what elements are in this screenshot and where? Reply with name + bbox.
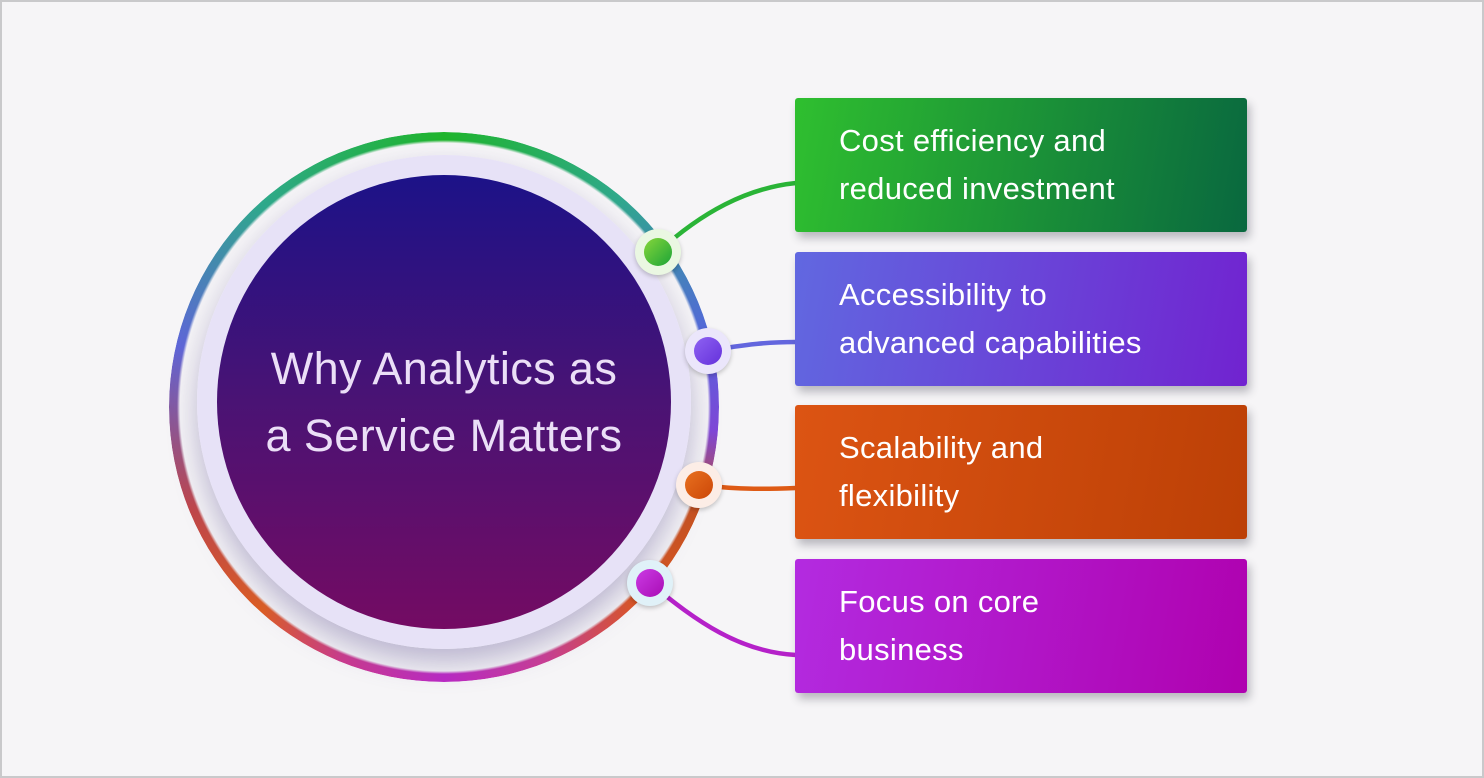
connector-dot-focus	[627, 560, 673, 606]
item-label-line: Scalability and	[839, 430, 1044, 465]
dot-icon	[685, 471, 713, 499]
item-label-line: business	[839, 632, 964, 667]
item-box-scalability: Scalability and flexibility	[795, 405, 1247, 539]
page-title: Why Analytics as a Service Matters	[266, 335, 623, 469]
item-label-line: reduced investment	[839, 171, 1115, 206]
dot-icon	[636, 569, 664, 597]
item-label-line: Cost efficiency and	[839, 123, 1107, 158]
connector-dot-cost-efficiency	[635, 229, 681, 275]
connector-dot-scalability	[676, 462, 722, 508]
dot-icon	[644, 238, 672, 266]
connector-dot-accessibility	[685, 328, 731, 374]
item-box-focus: Focus on core business	[795, 559, 1247, 693]
dot-icon	[694, 337, 722, 365]
item-label-line: Accessibility to	[839, 277, 1048, 312]
page-title-line: Why Analytics as	[270, 343, 618, 394]
item-label-line: Focus on core	[839, 584, 1040, 619]
item-label-line: flexibility	[839, 478, 960, 513]
item-box-cost-efficiency: Cost efficiency and reduced investment	[795, 98, 1247, 232]
page-title-line: a Service Matters	[265, 410, 623, 461]
item-label-line: advanced capabilities	[839, 325, 1142, 360]
connector-line-focus	[647, 580, 799, 658]
item-box-accessibility: Accessibility to advanced capabilities	[795, 252, 1247, 386]
center-circle: Why Analytics as a Service Matters	[217, 175, 671, 629]
